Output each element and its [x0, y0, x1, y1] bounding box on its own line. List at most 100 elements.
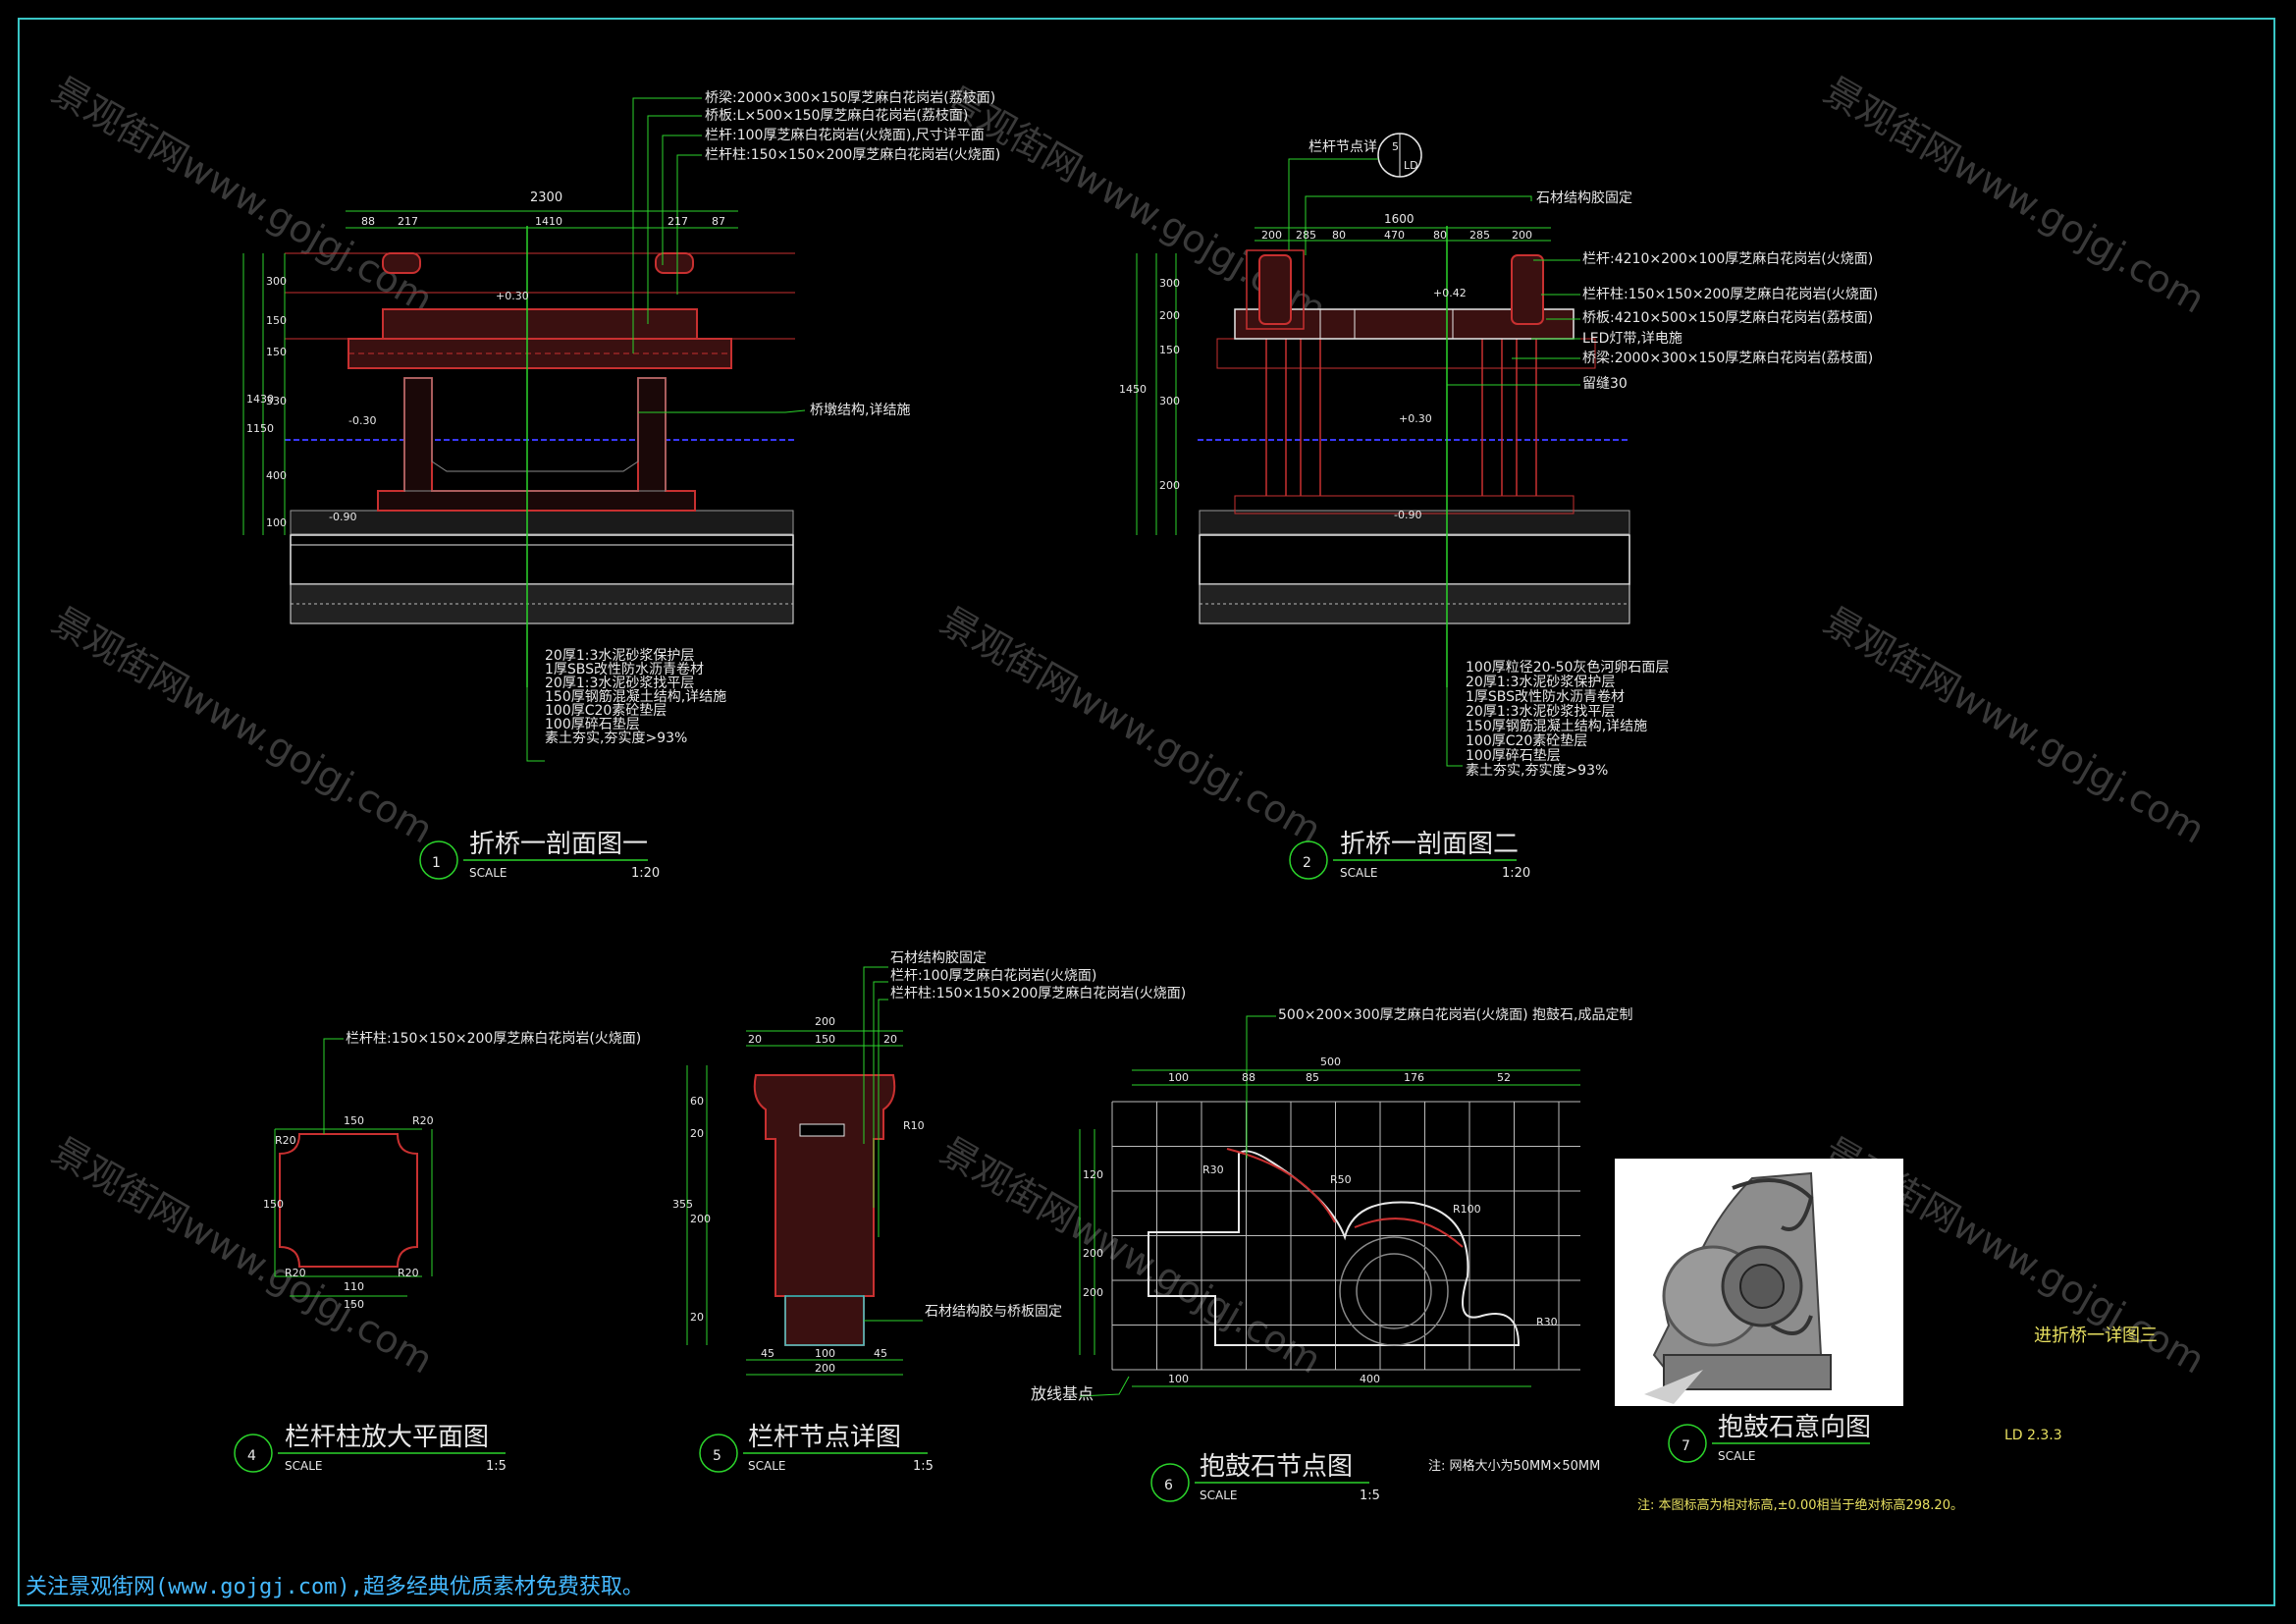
d2-layer-label: 20厚1:3水泥砂浆保护层 — [1466, 675, 1615, 690]
d2-ref-top: 5 — [1392, 140, 1399, 153]
d5-dim: 150 — [815, 1033, 835, 1046]
d5-scale-label: SCALE — [748, 1459, 785, 1473]
d1-layer-label: 100厚碎石垫层 — [545, 717, 640, 732]
sheet-title: 进折桥一详图三 — [2034, 1326, 2158, 1346]
d2-title: 折桥一剖面图二 — [1340, 830, 1519, 859]
d4-dim: 150 — [344, 1298, 364, 1311]
d1-dim: 88 — [361, 215, 375, 228]
d7-title: 抱鼓石意向图 — [1718, 1413, 1871, 1442]
d1-callout-3: 栏杆:100厚芝麻白花岗岩(火烧面),尺寸详平面 — [705, 128, 985, 143]
watermark-text: 景观街网www.gojgj.com — [1817, 69, 2213, 322]
d1-elev-water: -0.30 — [348, 414, 376, 427]
d6-radius: R30 — [1202, 1164, 1224, 1176]
d4-radius: R20 — [285, 1267, 306, 1279]
ground-layer — [290, 534, 794, 585]
d7-num: 7 — [1682, 1438, 1690, 1454]
d1-layer-label: 100厚C20素砼垫层 — [545, 703, 667, 719]
d5-title: 栏杆节点详图 — [748, 1423, 901, 1452]
d5-dim: 20 — [748, 1033, 762, 1046]
sheet-code: LD 2.3.3 — [2004, 1428, 2062, 1443]
d2-layer-label: 100厚碎石垫层 — [1466, 748, 1561, 764]
d4-radius: R20 — [412, 1114, 434, 1127]
d1-callout-1: 桥梁:2000×300×150厚芝麻白花岗岩(荔枝面) — [705, 90, 995, 106]
d1-dim-overall: 2300 — [530, 190, 562, 205]
d2-callout: LED灯带,详电施 — [1582, 331, 1682, 347]
d1-layer-label: 20厚1:3水泥砂浆保护层 — [545, 648, 694, 664]
d2-dim-left: 200 — [1159, 479, 1180, 492]
d6-dim-bottom: 400 — [1360, 1373, 1380, 1385]
d4-dim: 110 — [344, 1280, 364, 1293]
d2-dim-top: 200 — [1261, 229, 1282, 242]
d6-radius: R100 — [1453, 1203, 1481, 1216]
d6-scale: 1:5 — [1360, 1489, 1380, 1503]
d6-dim-top: 85 — [1306, 1071, 1319, 1084]
d6-dim-left: 200 — [1083, 1286, 1103, 1299]
d1-total-h: 1430 — [246, 393, 274, 406]
d1-dim: 217 — [667, 215, 688, 228]
d6-dim-top: 176 — [1404, 1071, 1424, 1084]
title-marks — [234, 840, 1870, 1502]
d5-radius: R10 — [903, 1119, 925, 1132]
d4-scale-label: SCALE — [285, 1459, 322, 1473]
d2-callout: 栏杆:4210×200×100厚芝麻白花岗岩(火烧面) — [1582, 251, 1873, 267]
d6-scale-label: SCALE — [1200, 1489, 1237, 1502]
d5-dim: 20 — [690, 1127, 704, 1140]
section-1-drawing — [242, 97, 806, 762]
post-plan-drawing — [274, 1038, 433, 1297]
d5-dim: 200 — [815, 1362, 835, 1375]
d2-scale-label: SCALE — [1340, 866, 1377, 880]
d6-grid-label: 放线基点 — [1031, 1384, 1094, 1403]
d6-dim-left: 200 — [1083, 1247, 1103, 1260]
d5-dim: 45 — [874, 1347, 887, 1360]
d6-dim-top: 100 — [1168, 1071, 1189, 1084]
section-2-drawing — [1136, 133, 1630, 767]
d2-dim-top: 470 — [1384, 229, 1405, 242]
d1-dim-left: 400 — [266, 469, 287, 482]
watermark-text: 景观街网www.gojgj.com — [45, 1129, 441, 1382]
d6-note: 注: 网格大小为50MM×50MM — [1428, 1458, 1600, 1474]
d1-callout-2: 桥板:L×500×150厚芝麻白花岗岩(荔枝面) — [705, 108, 968, 124]
d2-dim-top: 80 — [1332, 229, 1346, 242]
d5-num: 5 — [713, 1448, 721, 1464]
pier-inner — [403, 377, 667, 492]
d2-layer-label: 素土夯实,夯实度>93% — [1466, 763, 1608, 779]
d1-elev-deck: +0.30 — [496, 290, 529, 302]
d2-callout: 留缝30 — [1582, 376, 1628, 392]
d4-radius: R20 — [398, 1267, 419, 1279]
d4-dim: 150 — [344, 1114, 364, 1127]
pebble-layer — [290, 510, 794, 535]
d5-dim: 20 — [883, 1033, 897, 1046]
bottom-note: 注: 本图标高为相对标高,±0.00相当于绝对标高298.20。 — [1637, 1497, 1963, 1513]
d6-dim-top: 88 — [1242, 1071, 1255, 1084]
d1-elev-bottom: -0.90 — [329, 511, 356, 523]
d2-callout: 栏杆柱:150×150×200厚芝麻白花岗岩(火烧面) — [1582, 287, 1878, 302]
d2-dim-top: 285 — [1296, 229, 1316, 242]
d2-ref-bottom: LD — [1404, 159, 1418, 172]
deck-slab — [382, 308, 698, 340]
watermark-text: 景观街网www.gojgj.com — [934, 599, 1329, 852]
d1-dim-left: 330 — [266, 395, 287, 407]
d4-callout: 栏杆柱:150×150×200厚芝麻白花岗岩(火烧面) — [346, 1031, 641, 1047]
drum-stone-drawing — [1079, 1015, 1580, 1397]
d5-dim: 200 — [815, 1015, 835, 1028]
d5-dim: 60 — [690, 1095, 704, 1108]
d4-num: 4 — [247, 1448, 256, 1464]
d4-title: 栏杆柱放大平面图 — [285, 1423, 489, 1452]
d6-dim-bottom: 100 — [1168, 1373, 1189, 1385]
watermark-text: 景观街网www.gojgj.com — [45, 69, 441, 322]
d2-dim-left: 150 — [1159, 344, 1180, 356]
d5-bottom-note: 石材结构胶与桥板固定 — [925, 1303, 1062, 1320]
d2-elev-bottom: -0.90 — [1394, 509, 1421, 521]
gravel-layer — [290, 583, 794, 624]
rail-right — [655, 252, 694, 274]
d5-callout-2: 栏杆:100厚芝麻白花岗岩(火烧面) — [890, 968, 1096, 984]
d1-layer-label: 150厚钢筋混凝土结构,详结施 — [545, 688, 726, 705]
d2-layer-label: 1厚SBS改性防水沥青卷材 — [1466, 689, 1625, 705]
d2-layer-label: 100厚C20素砼垫层 — [1466, 733, 1587, 749]
d2-layer-label: 20厚1:3水泥砂浆找平层 — [1466, 704, 1615, 720]
watermark-text: 景观街网www.gojgj.com — [45, 599, 441, 852]
d1-struct-note: 桥墩结构,详结施 — [810, 403, 910, 418]
d6-overall: 500 — [1320, 1056, 1341, 1068]
watermark-text: 景观街网www.gojgj.com — [1817, 599, 2213, 852]
